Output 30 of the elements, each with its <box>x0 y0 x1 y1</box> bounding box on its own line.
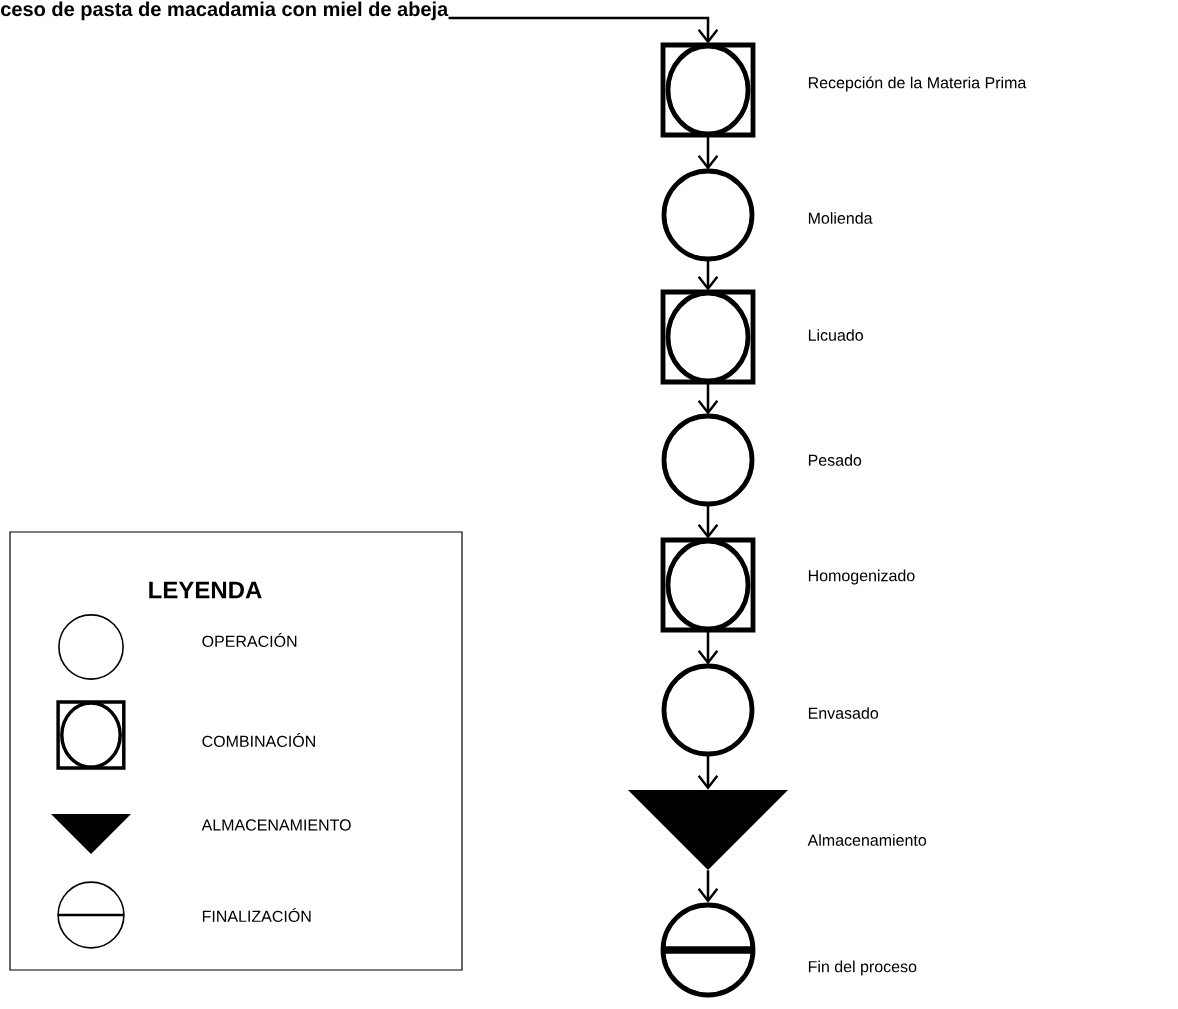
combination-symbol <box>660 289 756 385</box>
operation-symbol <box>661 413 755 507</box>
arrow <box>697 870 719 903</box>
arrow <box>697 755 719 790</box>
storage-triangle <box>628 790 788 870</box>
step-label: Licuado <box>808 329 863 341</box>
step-label: Pesado <box>808 454 862 466</box>
combination-symbol <box>660 537 756 633</box>
arrow <box>697 631 719 665</box>
legend-item: FINALIZACIÓN <box>57 881 311 949</box>
arrow <box>697 383 719 415</box>
step-label: Fin del proceso <box>808 960 917 976</box>
end-symbol <box>660 902 756 998</box>
operation-symbol <box>661 663 755 757</box>
arrow <box>697 260 719 291</box>
step-label: Almacenamiento <box>807 834 927 846</box>
title-text: ceso de pasta de macadamia con miel de abeja <box>1 1 449 21</box>
combination-symbol <box>660 42 756 138</box>
legend-item: COMBINACIÓN <box>56 700 315 770</box>
arrow <box>697 505 719 539</box>
arrow <box>697 136 719 170</box>
arrow <box>448 16 719 44</box>
legend-heading: LEYENDA <box>149 581 262 599</box>
step-label: Molienda <box>808 212 873 224</box>
legend-item: OPERACIÓN <box>58 614 297 680</box>
step-label: Recepción de la Materia Prima <box>808 76 1027 92</box>
operation-symbol <box>661 168 755 262</box>
step-label: Homogenizado <box>808 569 915 585</box>
step-label: Envasado <box>808 707 879 719</box>
legend-item: ALMACENAMIENTO <box>51 814 351 854</box>
